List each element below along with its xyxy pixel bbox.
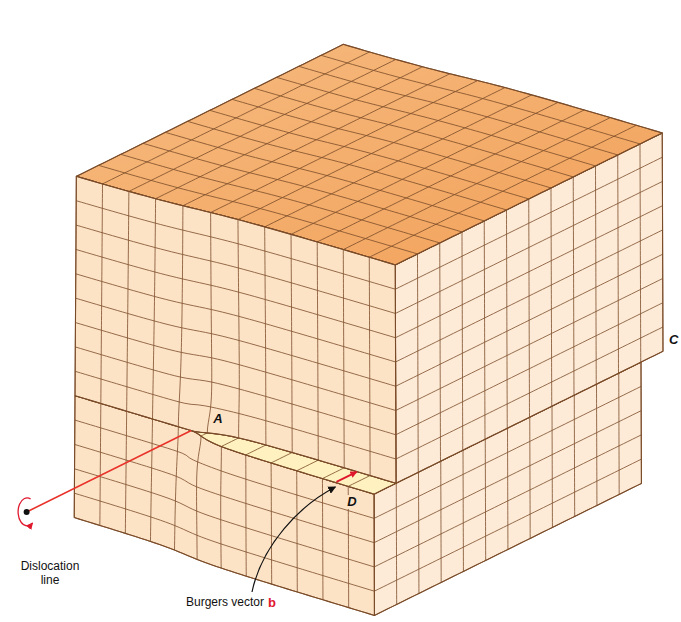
lattice-line [210, 110, 529, 199]
lattice-line [343, 250, 345, 468]
lattice-line [76, 249, 396, 337]
lattice-line [127, 191, 129, 411]
rotation-arrow [18, 498, 32, 526]
lattice-line [374, 459, 641, 591]
lattice-line [573, 177, 575, 395]
lattice-line [150, 419, 152, 542]
lattice-line [76, 225, 395, 313]
lattice-line [221, 438, 238, 447]
lattice-line [396, 303, 663, 435]
lattice-line [245, 455, 247, 576]
lattice-line [232, 99, 551, 188]
lattice-line [101, 184, 103, 404]
lattice-line [188, 121, 507, 210]
lattice-line [271, 452, 292, 462]
lattice-line [596, 384, 597, 505]
lattice-line [178, 206, 183, 427]
lattice-line [396, 483, 397, 604]
lattice-line [175, 427, 179, 550]
lattice-line [296, 471, 298, 592]
lattice-line [75, 469, 375, 567]
lattice-line [618, 373, 619, 494]
lattice-line [76, 201, 395, 289]
lattice-line [322, 468, 344, 479]
lattice-line [418, 472, 419, 593]
lattice-line [197, 436, 201, 559]
point-label: D [345, 495, 358, 510]
lattice-line [317, 242, 318, 460]
lattice-line [271, 463, 273, 584]
lattice-line [254, 88, 573, 177]
lattice-line [506, 210, 508, 428]
lattice-line [321, 55, 640, 144]
lattice-line [417, 254, 419, 472]
lattice-line [485, 439, 486, 560]
face-outline [75, 176, 396, 483]
crystal-lattice [74, 44, 663, 615]
lattice-line [552, 406, 553, 527]
lattice-line [463, 450, 464, 571]
point-label: A [211, 412, 224, 427]
dislocation-dot [24, 509, 30, 515]
lattice-line [291, 234, 292, 452]
lattice-line [396, 278, 663, 410]
lattice-line [75, 396, 396, 484]
lattice-line [125, 411, 126, 533]
point-label: C [667, 333, 680, 348]
lattice-line [484, 221, 486, 439]
lattice-line [528, 199, 530, 417]
lattice-line [74, 518, 374, 616]
lattice-line [76, 274, 396, 362]
lattice-line [639, 144, 641, 362]
lattice-line [574, 395, 575, 516]
lattice-line [76, 298, 396, 386]
lattice-line [220, 446, 222, 568]
face-fill [75, 176, 396, 483]
lattice-line [207, 213, 211, 433]
lattice-line [75, 347, 396, 435]
lattice-line [153, 199, 156, 419]
lattice-line [297, 460, 319, 471]
lattice-line [322, 479, 324, 600]
lattice-line [507, 428, 508, 549]
lattice-line [75, 371, 396, 459]
dislocation-line [27, 431, 192, 512]
lattice-line [299, 66, 618, 155]
lattice-line [440, 461, 441, 582]
dislocation-line-label: Dislocation line [14, 560, 86, 588]
lattice-line [277, 77, 596, 166]
lattice-line [617, 155, 619, 373]
lattice-line [165, 132, 484, 221]
lattice-line [75, 323, 395, 411]
lattice-line [238, 220, 239, 438]
lattice-line [348, 476, 370, 487]
burgers-vector-symbol: b [268, 596, 276, 611]
lattice-line [529, 417, 530, 538]
leader-line [252, 487, 335, 592]
lattice-line [595, 166, 597, 384]
front-face-upper [75, 176, 396, 483]
burgers-vector-label: Burgers vector [186, 596, 264, 610]
lattice-line [369, 257, 371, 475]
lattice-line [74, 493, 374, 591]
lattice-line [461, 232, 463, 450]
lattice-line [396, 254, 663, 386]
lattice-line [246, 445, 266, 455]
lattice-line [396, 230, 663, 362]
lattice-line [396, 327, 663, 459]
burgers-vector-arrow [336, 472, 356, 482]
lattice-line [550, 188, 552, 406]
lattice-line [265, 227, 266, 445]
lattice-line [439, 243, 441, 461]
lattice-line [99, 403, 101, 525]
